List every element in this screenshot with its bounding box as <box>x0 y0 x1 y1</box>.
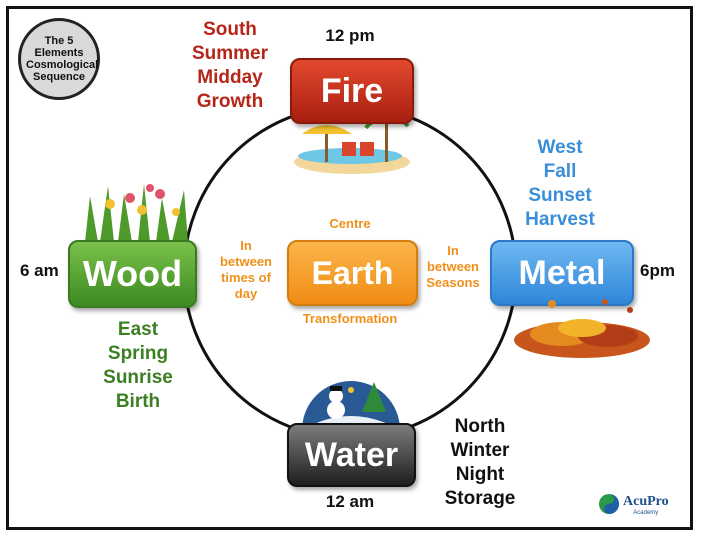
metal-time: 6pm <box>640 261 675 280</box>
wood-time: 6 am <box>20 261 59 280</box>
water-time: 12 am <box>325 492 375 511</box>
earth-left-note: In between times of day <box>213 238 279 302</box>
fire-label: Fire <box>320 71 384 110</box>
water-time-of-day: Night <box>455 464 505 485</box>
snow-globe-illustration-icon <box>302 372 400 430</box>
wood-label: Wood <box>82 253 183 294</box>
earth-left-note-line: between <box>219 254 272 269</box>
flowers-illustration-icon <box>85 184 188 242</box>
metal-time-of-day: Sunset <box>528 185 592 206</box>
water-label: Water <box>304 435 399 474</box>
earth-top-note: Centre <box>329 216 371 231</box>
earth-right-note: In between Seasons <box>420 243 486 291</box>
fire-direction: South <box>203 19 257 40</box>
yin-yang-icon <box>599 494 619 514</box>
wood-direction: East <box>117 319 159 340</box>
fire-attributes: South Summer Midday Growth <box>180 18 280 114</box>
earth-right-note-line: In <box>447 243 459 258</box>
title-badge-text: The 5 Elements Cosmological Sequence <box>26 35 99 83</box>
autumn-leaves-illustration-icon <box>514 299 650 358</box>
earth-right-note-line: Seasons <box>426 275 480 290</box>
earth-left-note-line: times of <box>221 270 271 285</box>
wood-time-of-day: Sunrise <box>103 367 173 388</box>
logo-name: AcuPro <box>623 494 669 509</box>
earth-left-note-line: In <box>240 238 252 253</box>
fire-stage: Growth <box>196 91 264 112</box>
earth-element-box: Earth <box>287 240 418 306</box>
metal-element-box: Metal <box>490 240 634 306</box>
acupro-logo: AcuPro Academy <box>598 492 669 516</box>
metal-stage: Harvest <box>525 209 595 230</box>
wood-stage: Birth <box>115 391 161 412</box>
fire-season: Summer <box>191 43 269 64</box>
water-element-box: Water <box>287 423 416 487</box>
logo-subtitle: Academy <box>633 510 659 516</box>
metal-attributes: West Fall Sunset Harvest <box>510 136 610 232</box>
fire-element-box: Fire <box>290 58 414 124</box>
water-direction: North <box>454 416 506 437</box>
wood-attributes: East Spring Sunrise Birth <box>88 318 188 414</box>
earth-bottom-note: Transformation <box>302 311 398 326</box>
water-attributes: North Winter Night Storage <box>430 415 530 511</box>
metal-season: Fall <box>543 161 577 182</box>
wood-season: Spring <box>107 343 169 364</box>
title-badge: The 5 Elements Cosmological Sequence <box>18 18 100 100</box>
diagram-frame <box>6 6 693 530</box>
metal-direction: West <box>537 137 583 158</box>
fire-time-of-day: Midday <box>197 67 263 88</box>
earth-label: Earth <box>311 254 394 291</box>
earth-right-note-line: between <box>426 259 479 274</box>
wood-element-box: Wood <box>68 240 197 308</box>
water-season: Winter <box>450 440 510 461</box>
water-stage: Storage <box>444 488 516 509</box>
earth-left-note-line: day <box>234 286 258 301</box>
fire-time: 12 pm <box>325 26 375 45</box>
metal-label: Metal <box>518 253 606 292</box>
